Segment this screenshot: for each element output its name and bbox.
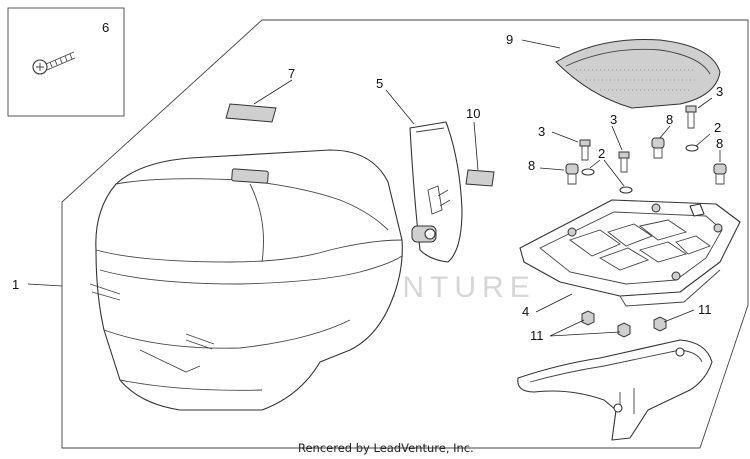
callout-4: 4: [522, 304, 529, 319]
leader-9: [521, 39, 561, 49]
washer-icon: [581, 168, 595, 176]
callout-5: 5: [376, 76, 383, 91]
callout-9: 9: [506, 32, 513, 47]
leader-11a: [549, 319, 621, 337]
callout-8c: 8: [716, 136, 723, 151]
spacer-icon: [713, 163, 727, 185]
screw-kit-box: [7, 7, 125, 117]
leader-7: [253, 79, 293, 105]
callout-2a: 2: [598, 146, 605, 161]
leader-3b: [611, 125, 623, 151]
leader-8a: [539, 167, 565, 171]
callout-11b: 11: [698, 302, 712, 317]
leader-11b: [663, 309, 695, 323]
latch-assembly: [409, 121, 463, 263]
bolt-icon: [685, 105, 697, 129]
callout-8a: 8: [528, 158, 535, 173]
callout-8b: 8: [666, 112, 673, 127]
rack-bracket: [517, 339, 713, 441]
leader-2a: [589, 159, 625, 187]
nut-icon: [581, 310, 595, 326]
spacer-icon: [651, 137, 665, 159]
assembly-boundary: [61, 19, 749, 449]
bolt-icon: [618, 151, 630, 173]
callout-1: 1: [12, 277, 19, 292]
leader-3a: [551, 131, 579, 143]
leader-2b: [695, 133, 711, 147]
rubber-pad: [465, 169, 495, 187]
top-case: [89, 149, 403, 411]
callout-7: 7: [288, 66, 295, 81]
callout-3b: 3: [610, 112, 617, 127]
screw-icon: [32, 51, 76, 75]
callout-10: 10: [466, 106, 480, 121]
render-credit: Rencered by LeadVenture, Inc.: [298, 441, 474, 455]
leader-10: [473, 121, 479, 171]
callout-11a: 11: [530, 328, 544, 343]
callout-6: 6: [102, 20, 109, 35]
badge-plate: [225, 103, 277, 123]
nut-icon: [653, 316, 667, 332]
leader-1: [27, 283, 63, 287]
leader-8b: [659, 125, 671, 139]
washer-icon: [685, 144, 699, 152]
callout-3a: 3: [538, 124, 545, 139]
leader-5: [385, 89, 415, 125]
washer-icon: [619, 186, 633, 194]
callout-3c: 3: [716, 84, 723, 99]
mounting-plate: [519, 199, 741, 307]
leader-3c: [697, 97, 713, 109]
badge-recess: [231, 168, 269, 184]
leader-4: [535, 293, 573, 313]
spacer-icon: [565, 163, 579, 185]
bolt-icon: [579, 139, 591, 161]
nut-icon: [617, 322, 631, 338]
callout-2b: 2: [714, 120, 721, 135]
top-pad: [555, 39, 721, 109]
